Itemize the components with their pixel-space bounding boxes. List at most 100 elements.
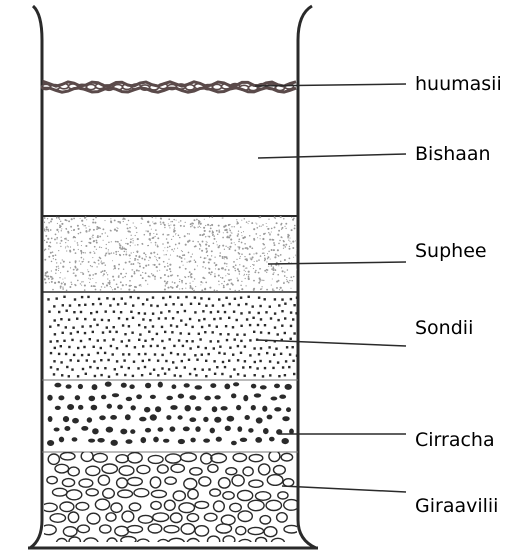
clay-speck — [142, 277, 144, 279]
gravel-stone — [54, 428, 60, 432]
clay-speck — [131, 235, 132, 236]
sand-grain — [156, 345, 158, 347]
clay-speck — [243, 231, 244, 232]
sand-grain — [87, 296, 89, 298]
sand-grain — [134, 346, 136, 348]
clay-speck — [51, 281, 53, 283]
clay-speck — [227, 273, 228, 274]
gravel-stone — [256, 417, 263, 423]
clay-speck — [152, 221, 153, 222]
clay-speck — [62, 279, 63, 280]
clay-speck — [262, 243, 264, 245]
sand-grain — [229, 303, 231, 305]
sand-grain — [150, 345, 152, 347]
sand-grain — [161, 367, 163, 369]
clay-speck — [147, 245, 148, 246]
clay-speck — [67, 271, 69, 273]
pebble — [127, 526, 142, 533]
sand-grain — [152, 325, 154, 327]
clay-speck — [257, 227, 259, 229]
clay-speck — [122, 284, 124, 286]
sand-grain — [185, 296, 187, 298]
clay-speck — [139, 255, 141, 257]
clay-speck — [165, 283, 166, 284]
clay-speck — [110, 218, 111, 219]
clay-speck — [56, 229, 58, 231]
pebble — [243, 467, 253, 476]
sand-grain — [293, 332, 295, 334]
clay-speck — [275, 254, 277, 256]
sand-grain — [164, 373, 166, 375]
leader-water — [258, 154, 406, 158]
sand-grain — [138, 312, 140, 314]
clay-speck — [263, 280, 264, 281]
clay-speck — [154, 236, 155, 237]
clay-speck — [190, 285, 192, 287]
clay-speck — [285, 246, 287, 248]
sand-grain — [258, 297, 260, 299]
clay-speck — [192, 289, 193, 290]
sand-grain — [124, 333, 126, 335]
clay-speck — [216, 241, 217, 242]
sand-grain — [225, 297, 227, 299]
sand-grain — [142, 318, 144, 320]
clay-speck — [91, 285, 93, 287]
clay-speck — [113, 279, 115, 281]
gravel-stone — [166, 415, 171, 420]
sand-grain — [60, 361, 62, 363]
sand-grain — [240, 352, 242, 354]
clay-speck — [192, 240, 194, 242]
sand-grain — [124, 374, 126, 376]
gravel-stone — [54, 383, 61, 388]
clay-speck — [81, 285, 82, 286]
clay-speck — [237, 279, 239, 281]
clay-speck — [66, 239, 67, 240]
clay-speck — [157, 237, 159, 239]
clay-speck — [63, 261, 65, 263]
pebble — [95, 499, 109, 510]
clay-speck — [198, 220, 200, 222]
clay-speck — [131, 275, 133, 277]
clay-speck — [246, 258, 248, 260]
sand-grain — [101, 319, 103, 321]
clay-speck — [148, 238, 150, 240]
clay-speck — [233, 266, 235, 268]
sand-grain — [280, 353, 282, 355]
clay-speck — [209, 217, 210, 218]
clay-speck — [105, 264, 106, 265]
clay-speck — [198, 241, 199, 242]
sand-grain — [138, 339, 140, 341]
pebble — [68, 512, 78, 523]
clay-speck — [105, 254, 106, 255]
clay-speck — [214, 273, 215, 274]
sand-grain — [218, 352, 220, 354]
sand-grain — [237, 359, 239, 361]
clay-speck — [92, 274, 94, 276]
clay-speck — [268, 266, 269, 267]
clay-speck — [189, 271, 191, 273]
clay-speck — [177, 255, 179, 257]
clay-speck — [93, 229, 95, 231]
clay-speck — [174, 227, 175, 228]
sand-grain — [234, 298, 236, 300]
sand-grain — [174, 374, 176, 376]
sand-grain — [232, 354, 234, 356]
clay-speck — [212, 216, 214, 218]
clay-speck — [272, 278, 273, 279]
clay-speck — [208, 236, 209, 237]
clay-speck — [205, 248, 207, 250]
clay-speck — [210, 227, 212, 229]
clay-speck — [74, 284, 75, 285]
clay-speck — [78, 249, 79, 250]
clay-speck — [83, 252, 84, 253]
clay-speck — [248, 276, 250, 278]
clay-speck — [287, 269, 289, 271]
clay-speck — [102, 228, 104, 230]
clay-speck — [77, 225, 79, 227]
clay-speck — [109, 280, 111, 282]
clay-speck — [227, 247, 228, 248]
pebble — [148, 455, 163, 463]
clay-speck — [150, 252, 152, 254]
clay-speck — [206, 251, 208, 253]
gravel-stone — [67, 404, 74, 410]
